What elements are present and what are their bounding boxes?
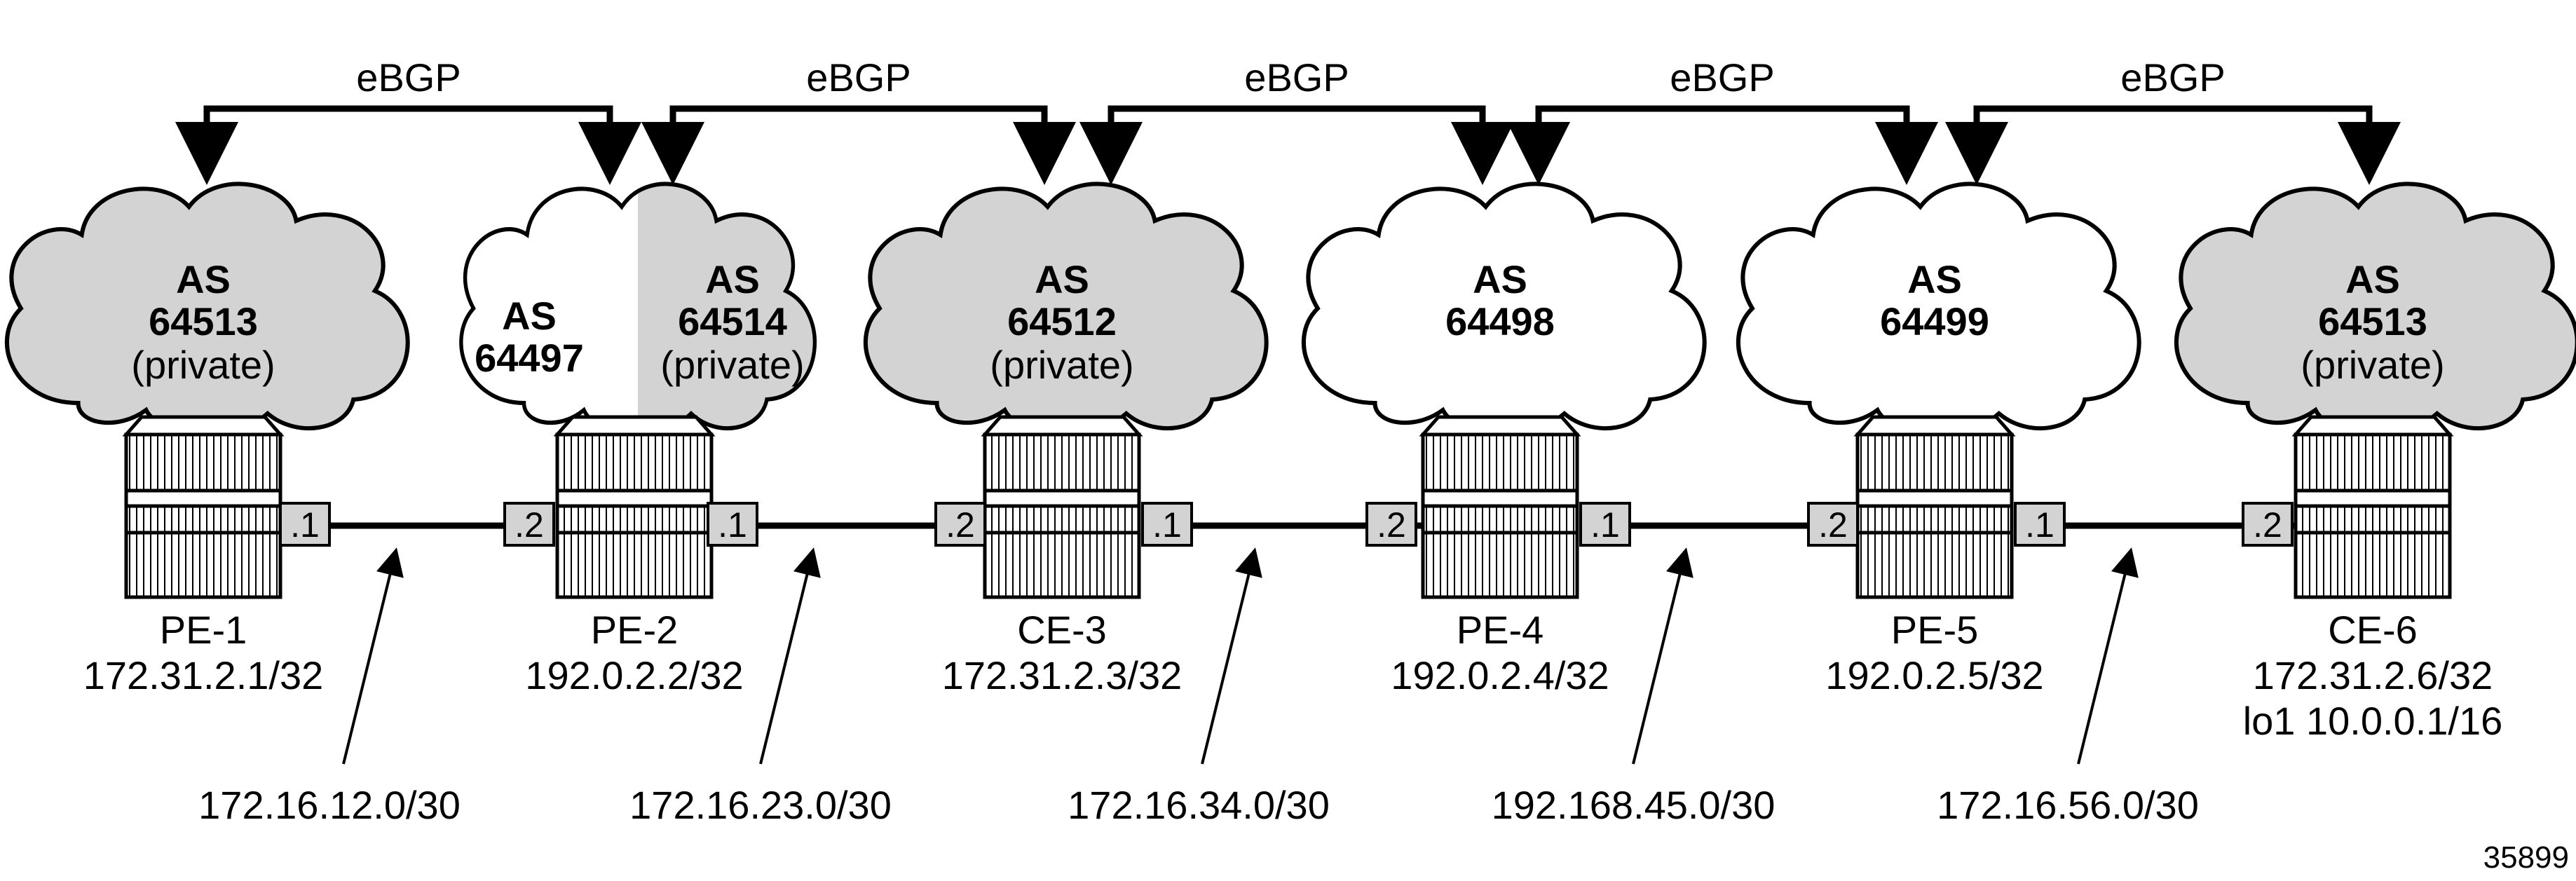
subnet-arrow-3: [1201, 547, 1262, 765]
port-label-6: .2: [1365, 502, 1417, 547]
port-text: .1: [2025, 505, 2054, 545]
router-loopback-ce6: lo1 10.0.0.1/16: [2243, 699, 2503, 743]
port-text: .1: [718, 505, 747, 545]
ebgp-bracket: [1535, 105, 1938, 185]
router-address-pe1: 172.31.2.1/32: [83, 653, 324, 697]
ebgp-session-4: eBGP: [1507, 55, 1938, 185]
subnet-arrow-1: [342, 547, 404, 765]
router-name-pe5: PE-5: [1891, 608, 1979, 652]
as-word: AS: [2345, 257, 2400, 301]
ebgp-label: eBGP: [1670, 55, 1774, 100]
port-label-2: .2: [503, 502, 555, 547]
subnet-arrow-2: [759, 547, 821, 765]
port-text: .1: [1152, 505, 1182, 545]
subnet-label-2: 172.16.23.0/30: [629, 783, 892, 827]
as-label-64513-right: AS 64513 (private): [2301, 257, 2444, 387]
port-label-4: .2: [934, 502, 986, 547]
router-icon-ce-3: [981, 415, 1143, 599]
as-word: AS: [176, 257, 231, 301]
as-number: 64512: [1007, 299, 1117, 343]
as-private: (private): [2301, 343, 2444, 387]
router-icon-ce-6: [2291, 415, 2454, 599]
port-text: .1: [290, 505, 320, 545]
port-text: .2: [1818, 505, 1848, 545]
ebgp-label: eBGP: [356, 55, 461, 100]
as-word: AS: [1473, 257, 1527, 301]
as-number: 64514: [678, 299, 787, 343]
port-label-10: .2: [2242, 502, 2294, 547]
subnet-arrow-5: [2077, 547, 2139, 765]
subnet-arrow-4: [1632, 547, 1694, 765]
router-icon-pe-4: [1419, 415, 1581, 599]
router-name-pe4: PE-4: [1457, 608, 1544, 652]
router-address-ce6: 172.31.2.6/32: [2253, 653, 2493, 697]
router-address-pe5: 192.0.2.5/32: [1825, 653, 2043, 697]
router-labels: PE-1 172.31.2.1/32 PE-2 192.0.2.2/32 CE-…: [83, 608, 2503, 743]
as-word: AS: [705, 257, 760, 301]
port-label-7: .1: [1579, 502, 1631, 547]
subnet-label-3: 172.16.34.0/30: [1068, 783, 1330, 827]
port-text: .2: [1377, 505, 1406, 545]
as-word: AS: [1907, 257, 1962, 301]
as-private: (private): [131, 343, 275, 387]
as-number: 64499: [1880, 299, 1989, 343]
as-label-64514: AS 64514 (private): [660, 257, 804, 387]
subnet-arrows: [342, 547, 2139, 765]
ebgp-label: eBGP: [806, 55, 911, 100]
port-text: .2: [514, 505, 544, 545]
port-label-3: .1: [707, 502, 758, 547]
router-name-pe1: PE-1: [160, 608, 247, 652]
port-label-1: .1: [279, 502, 331, 547]
subnet-label-5: 172.16.56.0/30: [1937, 783, 2199, 827]
as-number: 64513: [2318, 299, 2427, 343]
ebgp-session-5: eBGP: [1945, 55, 2401, 185]
router-name-pe2: PE-2: [591, 608, 679, 652]
as-word: AS: [1035, 257, 1089, 301]
ebgp-session-1: eBGP: [175, 55, 641, 185]
as-private: (private): [990, 343, 1133, 387]
as-label-64499: AS 64499: [1880, 257, 1989, 343]
as-private: (private): [660, 343, 804, 387]
as-label-64497: AS 64497: [475, 294, 584, 380]
port-text: .2: [2253, 505, 2282, 545]
port-label-9: .1: [2014, 502, 2066, 547]
router-icon-pe-1: [122, 415, 285, 599]
as-label-64498: AS 64498: [1445, 257, 1555, 343]
as-word: AS: [502, 294, 557, 338]
router-name-ce3: CE-3: [1017, 608, 1107, 652]
ebgp-bracket: [669, 105, 1076, 185]
as-label-64513-left: AS 64513 (private): [131, 257, 275, 387]
router-icon-pe-5: [1853, 415, 2016, 599]
ebgp-bracket: [1973, 105, 2401, 185]
ebgp-bracket: [1108, 105, 1514, 185]
router-address-pe4: 192.0.2.4/32: [1391, 653, 1609, 697]
subnet-label-4: 192.168.45.0/30: [1492, 783, 1776, 827]
ebgp-label: eBGP: [2120, 55, 2225, 100]
as-number: 64513: [149, 299, 258, 343]
router-icon-pe-2: [553, 415, 716, 599]
ebgp-bracket: [203, 105, 641, 185]
as-number: 64498: [1445, 299, 1555, 343]
subnet-labels: 172.16.12.0/30 172.16.23.0/30 172.16.34.…: [198, 783, 2199, 827]
port-text: .2: [946, 505, 975, 545]
port-label-5: .1: [1141, 502, 1193, 547]
port-text: .1: [1590, 505, 1620, 545]
router-address-pe2: 192.0.2.2/32: [525, 653, 743, 697]
router-name-ce6: CE-6: [2328, 608, 2418, 652]
subnet-label-1: 172.16.12.0/30: [198, 783, 461, 827]
ebgp-session-3: eBGP: [1079, 55, 1514, 185]
as-label-64512: AS 64512 (private): [990, 257, 1133, 387]
figure-number: 35899: [2483, 840, 2569, 875]
port-label-8: .2: [1807, 502, 1859, 547]
ebgp-session-2: eBGP: [641, 55, 1076, 185]
router-address-ce3: 172.31.2.3/32: [942, 653, 1183, 697]
as-number: 64497: [475, 336, 584, 380]
ebgp-label: eBGP: [1244, 55, 1349, 100]
